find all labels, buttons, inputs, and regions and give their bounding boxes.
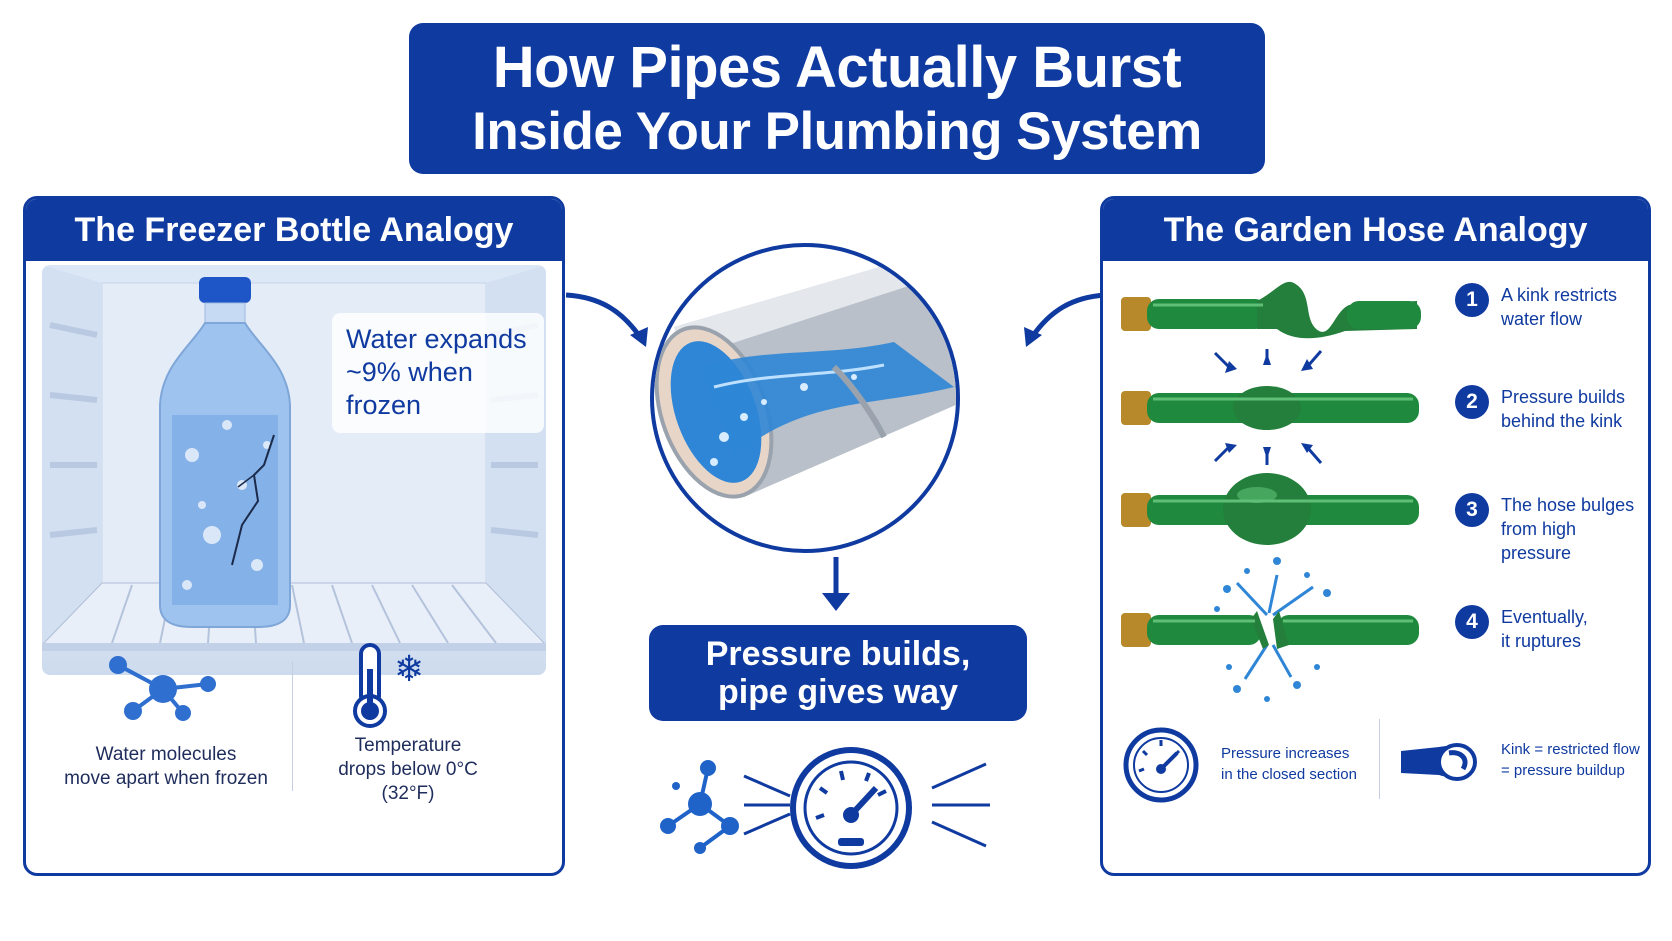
- pressure-banner-line-2: pipe gives way: [718, 673, 958, 711]
- motion-lines-left-icon: [743, 774, 791, 836]
- freezer-divider: [292, 661, 293, 791]
- step-3-line-1: The hose bulges: [1501, 495, 1635, 515]
- freezer-panel: The Freezer Bottle Analogy: [23, 196, 565, 876]
- pressure-banner-line-1: Pressure builds,: [705, 635, 971, 673]
- burst-pipe-icon: [654, 257, 956, 499]
- step-2-line-1: Pressure builds: [1501, 387, 1626, 407]
- kinked-hose-icon: [1401, 743, 1477, 781]
- pressure-gauge-icon: [790, 747, 912, 869]
- down-arrow-icon: [822, 557, 850, 611]
- footer-left-line-1: Pressure increases: [1221, 745, 1350, 762]
- temperature-caption-line-3: (32°F): [381, 783, 435, 804]
- footer-right-caption: Kink = restricted flow = pressure buildu…: [1501, 739, 1640, 781]
- temperature-caption-line-1: Temperature: [354, 735, 462, 756]
- step-3-text: The hose bulges from high pressure: [1501, 493, 1648, 565]
- freezer-heading: The Freezer Bottle Analogy: [26, 199, 562, 261]
- expansion-note-line-2: ~9% when: [346, 357, 473, 387]
- step-1-line-2: water flow: [1501, 309, 1583, 329]
- pressure-hose-icon: [1121, 349, 1419, 465]
- step-2-badge: 2: [1455, 385, 1489, 419]
- step-1-text: A kink restricts water flow: [1501, 283, 1617, 331]
- hose-heading: The Garden Hose Analogy: [1103, 199, 1648, 261]
- title-line-2: Inside Your Plumbing System: [472, 102, 1202, 162]
- temperature-caption-line-2: drops below 0°C: [338, 759, 478, 780]
- molecules-caption-line-2: move apart when frozen: [64, 768, 268, 789]
- title-banner: How Pipes Actually Burst Inside Your Plu…: [409, 23, 1265, 174]
- snowflake-icon: ❄: [394, 648, 425, 689]
- molecules-caption-line-1: Water molecules: [95, 744, 237, 765]
- step-2-text: Pressure builds behind the kink: [1501, 385, 1625, 433]
- bulging-hose-icon: [1121, 473, 1419, 545]
- step-3-line-2: from high pressure: [1501, 519, 1577, 563]
- expansion-note: Water expands ~9% when frozen: [332, 313, 544, 433]
- step-4-line-1: Eventually,: [1501, 607, 1588, 627]
- motion-lines-right-icon: [931, 762, 990, 848]
- kinked-hose-icon: [1121, 281, 1421, 339]
- step-4-text: Eventually, it ruptures: [1501, 605, 1588, 653]
- footer-left-caption: Pressure increases in the closed section: [1221, 743, 1357, 785]
- molecule-icon: [660, 760, 739, 854]
- expansion-note-line-3: frozen: [346, 390, 422, 420]
- freezer-illustration: Water expands ~9% when frozen: [42, 265, 546, 675]
- step-2-line-2: behind the kink: [1501, 411, 1623, 431]
- hose-footer-divider: [1379, 719, 1380, 799]
- ruptured-hose-icon: [1121, 557, 1419, 702]
- expansion-note-line-1: Water expands: [346, 324, 527, 354]
- step-4-line-2: it ruptures: [1501, 631, 1582, 651]
- step-1-badge: 1: [1455, 283, 1489, 317]
- thermometer-icon: [353, 643, 387, 728]
- hose-panel: The Garden Hose Analogy: [1100, 196, 1651, 876]
- footer-right-line-2: = pressure buildup: [1501, 762, 1625, 779]
- step-1-line-1: A kink restricts: [1501, 285, 1618, 305]
- footer-right-line-1: Kink = restricted flow: [1501, 741, 1640, 758]
- left-to-center-arrow-icon: [565, 292, 648, 347]
- step-3-badge: 3: [1455, 493, 1489, 527]
- pipe-cross-section: [650, 243, 960, 553]
- title-line-1: How Pipes Actually Burst: [492, 35, 1182, 101]
- molecule-icon: [109, 656, 216, 721]
- footer-left-line-2: in the closed section: [1221, 766, 1357, 783]
- step-4-badge: 4: [1455, 605, 1489, 639]
- pressure-gauge-icon: [1123, 727, 1199, 803]
- molecules-caption: Water molecules move apart when frozen: [56, 743, 276, 791]
- right-to-center-arrow-icon: [1024, 292, 1107, 347]
- temperature-caption: Temperature drops below 0°C (32°F): [308, 734, 508, 806]
- pressure-banner: Pressure builds, pipe gives way: [649, 625, 1027, 721]
